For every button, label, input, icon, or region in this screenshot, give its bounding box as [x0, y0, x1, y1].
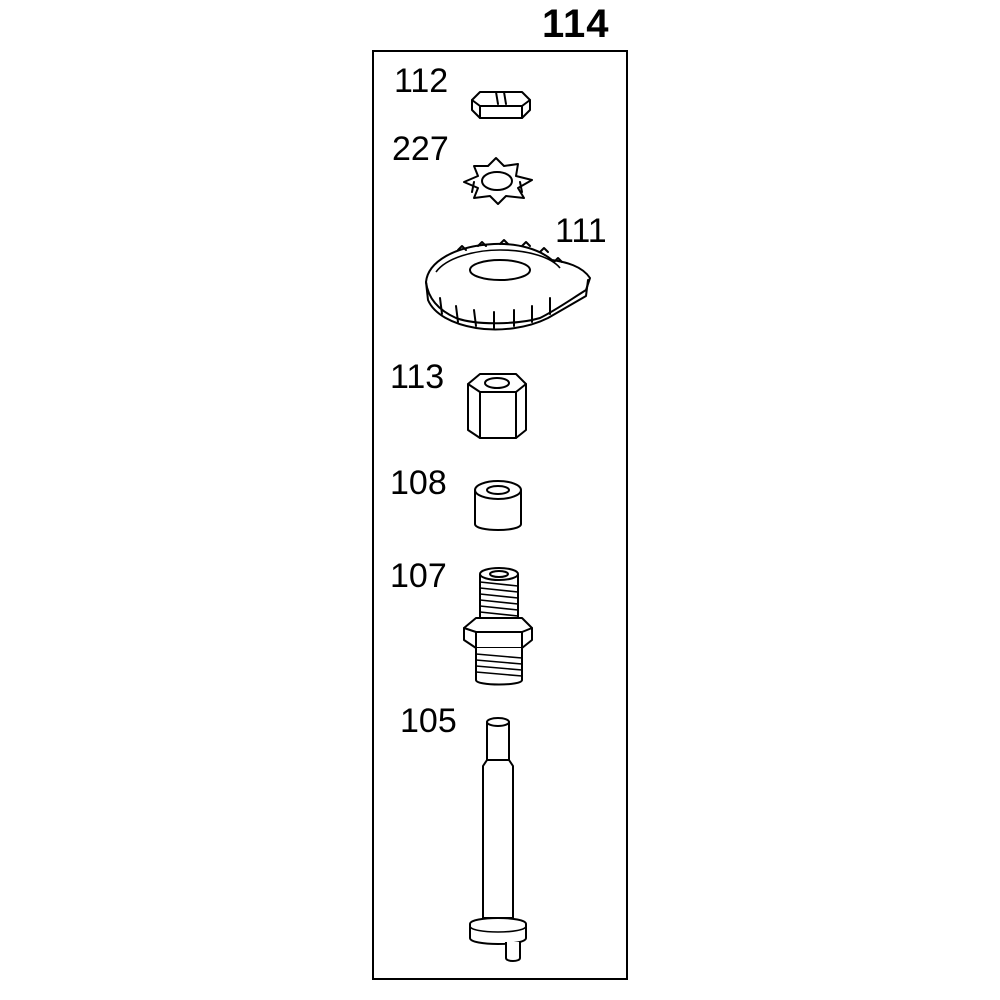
parts-frame: [372, 50, 628, 980]
callout-227: 227: [392, 130, 449, 168]
threaded-fitting-icon: [463, 567, 533, 686]
callout-112: 112: [394, 62, 449, 100]
lock-washer-icon: [463, 157, 533, 205]
callout-113: 113: [390, 358, 445, 396]
shaft-icon: [469, 717, 527, 962]
bushing-icon: [474, 480, 522, 531]
callout-108: 108: [390, 464, 447, 502]
callout-111: 111: [555, 212, 607, 250]
gear-icon: [425, 239, 591, 331]
callout-107: 107: [390, 557, 447, 595]
slotted-hex-nut-icon: [471, 91, 531, 119]
hex-nut-icon: [467, 373, 527, 439]
callout-105: 105: [400, 702, 457, 740]
assembly-number: 114: [542, 2, 610, 46]
